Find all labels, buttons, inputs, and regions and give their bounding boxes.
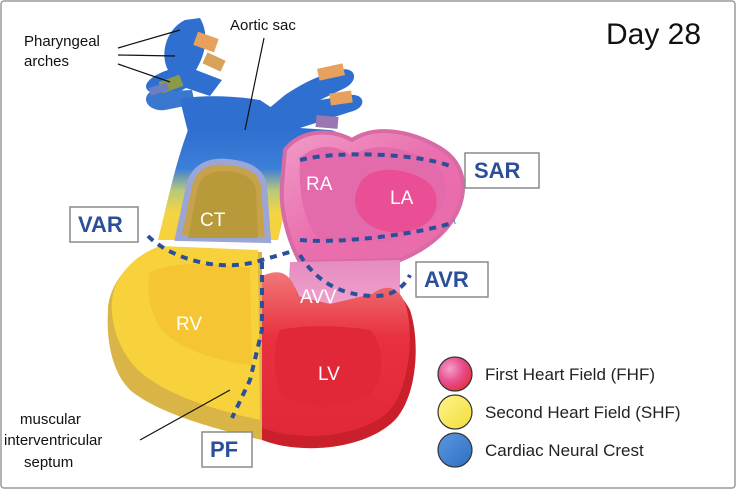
- boundary-box-sar: SAR: [464, 152, 540, 189]
- legend-label-shf: Second Heart Field (SHF): [485, 403, 681, 422]
- label-avr: AVR: [424, 267, 469, 292]
- label-lv: LV: [318, 364, 340, 385]
- page-title: Day 28: [606, 18, 701, 51]
- boundary-box-pf: PF: [201, 431, 253, 468]
- label-sar: SAR: [474, 158, 521, 183]
- legend-swatch-shf: [437, 394, 473, 430]
- label-pharyngeal-line2: arches: [24, 53, 69, 70]
- label-ra: RA: [306, 174, 333, 195]
- label-ct: CT: [200, 210, 226, 231]
- label-pf: PF: [210, 437, 238, 462]
- label-la: LA: [390, 188, 414, 209]
- boundary-box-avr: AVR: [415, 261, 489, 298]
- label-rv: RV: [176, 314, 202, 335]
- label-aortic-sac: Aortic sac: [230, 17, 296, 34]
- label-septum-line1: muscular: [20, 411, 81, 428]
- label-pharyngeal-line1: Pharyngeal: [24, 33, 100, 50]
- legend-swatch-cnc: [437, 432, 473, 468]
- boundary-box-var: VAR: [69, 206, 139, 243]
- legend-label-cnc: Cardiac Neural Crest: [485, 441, 644, 460]
- legend-swatch-fhf: [437, 356, 473, 392]
- left-ventricle: [262, 272, 416, 449]
- legend: First Heart Field (FHF) Second Heart Fie…: [437, 356, 681, 468]
- label-septum-line2: interventricular: [4, 432, 102, 449]
- label-avv: AVV: [300, 287, 337, 308]
- leader-lines: [117, 29, 265, 441]
- legend-label-fhf: First Heart Field (FHF): [485, 365, 655, 384]
- right-ventricle: [107, 246, 262, 440]
- label-septum-line3: septum: [24, 454, 73, 471]
- boundary-dashed-lines: [146, 152, 456, 419]
- label-var: VAR: [78, 212, 123, 237]
